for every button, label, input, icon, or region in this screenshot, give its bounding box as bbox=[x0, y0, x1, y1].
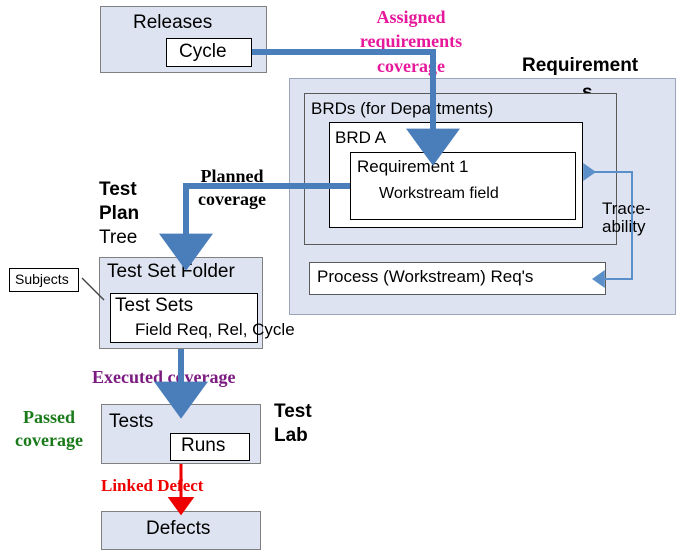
cycle-box bbox=[166, 38, 252, 67]
requirement-1-sub-label: Workstream field bbox=[379, 185, 499, 202]
test-plan-tree-label: Tree bbox=[99, 227, 138, 248]
executed-coverage-label: Executed coverage bbox=[92, 367, 236, 387]
brds-label: BRDs (for Departments) bbox=[311, 99, 494, 118]
requirement-1-box bbox=[350, 152, 576, 220]
test-sets-label: Test Sets bbox=[115, 295, 194, 316]
cycle-label: Cycle bbox=[179, 41, 227, 62]
requirements-panel-title: Requirement bbox=[522, 55, 639, 76]
defects-label: Defects bbox=[146, 518, 211, 539]
brd-a-label: BRD A bbox=[335, 128, 387, 147]
process-workstream-reqs-label: Process (Workstream) Req's bbox=[317, 267, 534, 286]
process-workstream-reqs-box bbox=[309, 262, 606, 295]
test-set-folder-label: Test Set Folder bbox=[107, 261, 235, 282]
traceability-label: Trace-ability bbox=[602, 199, 651, 237]
test-sets-sub-label: Field Req, Rel, Cycle bbox=[135, 320, 295, 339]
requirement-1-label: Requirement 1 bbox=[357, 157, 469, 176]
planned-coverage-label: Planned coverage bbox=[198, 166, 266, 209]
passed-coverage-label: Passed coverage bbox=[15, 407, 83, 451]
runs-box bbox=[170, 433, 250, 461]
subjects-box bbox=[9, 268, 79, 292]
runs-label: Runs bbox=[181, 435, 226, 456]
test-sets-box bbox=[110, 293, 258, 343]
requirements-panel-title-wrap: s bbox=[582, 82, 593, 104]
linked-defect-label: Linked Defect bbox=[101, 476, 204, 495]
subjects-label: Subjects bbox=[15, 271, 69, 287]
tests-label: Tests bbox=[109, 411, 154, 432]
assigned-requirements-coverage-label: Assigned requirements coverage bbox=[359, 7, 463, 76]
releases-label: Releases bbox=[133, 12, 213, 33]
